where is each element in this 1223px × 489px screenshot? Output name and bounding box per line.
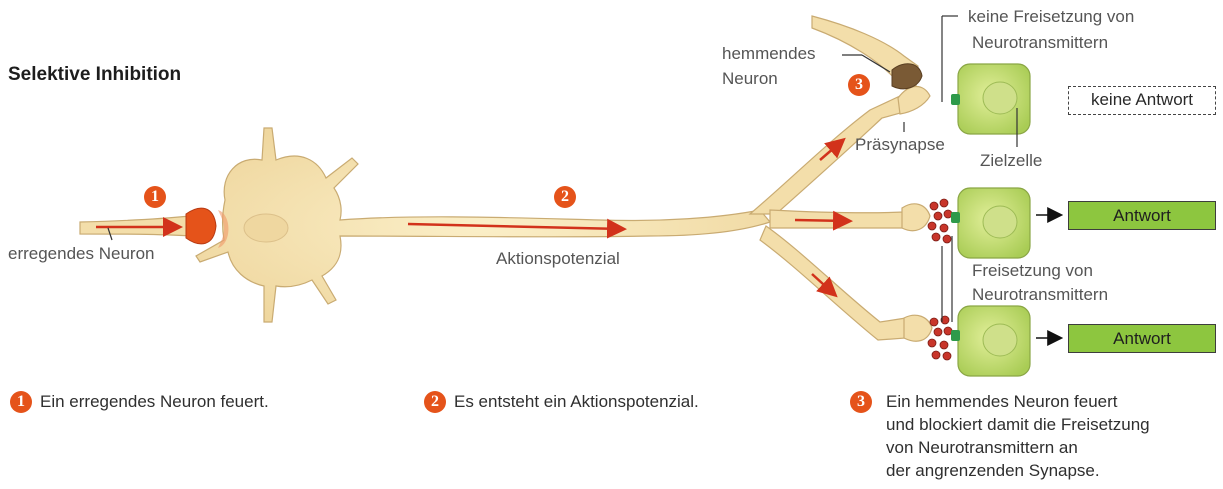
label-inhibitory-neuron-line1: hemmendes [722, 43, 816, 65]
caption-step-3-line4: der angrenzenden Synapse. [886, 460, 1100, 482]
step-badge-2: 2 [554, 186, 576, 208]
label-inhibitory-neuron-line2: Neuron [722, 68, 778, 90]
caption-badge-1: 1 [10, 391, 32, 413]
response-box-2: Antwort [1068, 324, 1216, 353]
no-response-box: keine Antwort [1068, 86, 1216, 115]
label-presynapse: Präsynapse [855, 134, 945, 156]
label-target-cell: Zielzelle [980, 150, 1042, 172]
caption-step-2: Es entsteht ein Aktionspotenzial. [454, 391, 699, 413]
soma [196, 128, 770, 322]
label-action-potential: Aktionspotenzial [496, 248, 620, 270]
caption-badge-3: 3 [850, 391, 872, 413]
excitatory-neuron [80, 208, 216, 244]
step-badge-1: 1 [144, 186, 166, 208]
label-excitatory-neuron: erregendes Neuron [8, 243, 154, 265]
label-release-line2: Neurotransmittern [972, 284, 1108, 306]
caption-step-3-line2: und blockiert damit die Freisetzung [886, 414, 1150, 436]
target-cell-middle [951, 188, 1030, 258]
label-release-line1: Freisetzung von [972, 260, 1093, 282]
target-cell-bottom [951, 306, 1030, 376]
vesicles [928, 199, 952, 360]
label-no-release-line1: keine Freisetzung von [968, 6, 1134, 28]
caption-step-3-line3: von Neurotransmittern an [886, 437, 1078, 459]
caption-step-1: Ein erregendes Neuron feuert. [40, 391, 269, 413]
step-badge-3: 3 [848, 74, 870, 96]
response-box-1: Antwort [1068, 201, 1216, 230]
caption-badge-2: 2 [424, 391, 446, 413]
target-cell-top [951, 64, 1030, 134]
diagram-title: Selektive Inhibition [8, 64, 181, 86]
axon-branches [750, 87, 932, 342]
label-no-release-line2: Neurotransmittern [972, 32, 1108, 54]
caption-step-3-line1: Ein hemmendes Neuron feuert [886, 391, 1118, 413]
